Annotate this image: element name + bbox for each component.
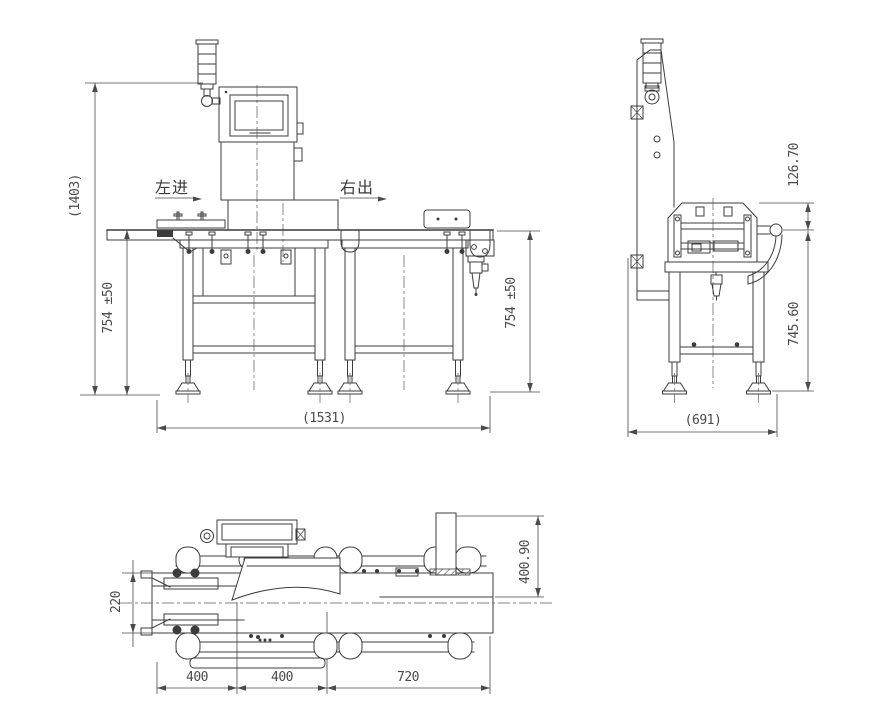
- label-inlet: 左进: [155, 178, 189, 197]
- front-conveyor: [106, 209, 495, 296]
- front-weigh-chamber: [227, 199, 339, 262]
- side-button: [296, 122, 304, 135]
- dim-side-total-width: (691): [685, 413, 722, 428]
- front-dimensions: (1403) 754 ±50 754 ±50 (1531): [68, 82, 540, 433]
- outfeed-junction-box: [423, 209, 471, 229]
- front-column: [220, 85, 303, 250]
- side-stand: [662, 261, 771, 404]
- adjustable-foot: [175, 372, 201, 404]
- front-stand-right: [337, 239, 471, 404]
- top-stand-frame: [189, 638, 326, 669]
- screen-bezel: [229, 94, 289, 137]
- belt-end-guard: [469, 229, 491, 258]
- label-outlet: 右出: [340, 178, 374, 197]
- dim-top-infeed-length: 400: [186, 670, 208, 685]
- side-tower-light-icon: [640, 38, 664, 89]
- belt-junction-guard: [340, 229, 360, 253]
- dim-side-head-drop: 126.70: [787, 143, 802, 187]
- dim-top-belt-width: 220: [109, 591, 124, 613]
- adjustable-foot: [445, 372, 471, 404]
- top-dimensions: 220 400 400 720 400.90: [109, 515, 544, 694]
- adjustable-foot: [337, 372, 363, 404]
- front-tower-light-icon: [195, 39, 221, 107]
- air-filter-regulator: [710, 271, 723, 301]
- top-clamp-plates: [163, 568, 219, 635]
- top-lower-guide-rail: [175, 632, 475, 660]
- front-flow-labels: 左进 右出: [155, 178, 387, 202]
- leveling-bolts: [185, 231, 466, 254]
- adjustable-foot: [746, 372, 771, 404]
- front-view: (1403) 754 ±50 754 ±50 (1531) 左进 右出: [68, 39, 540, 433]
- dim-side-belt-height: 745.60: [787, 302, 802, 346]
- top-column: [429, 512, 471, 576]
- adjustable-foot: [307, 372, 333, 404]
- adjustable-foot: [662, 372, 687, 404]
- tower-light-top-icon: [203, 532, 211, 540]
- side-view: 126.70 745.60 (691): [627, 38, 814, 437]
- dim-front-total-length: (1531): [302, 411, 346, 426]
- touchscreen: [234, 100, 284, 131]
- dim-front-belt-height-left: 754 ±50: [101, 282, 116, 333]
- side-dimensions: 126.70 745.60 (691): [627, 143, 814, 437]
- top-weigh-cover: [231, 557, 341, 601]
- dim-front-total-height: (1403): [68, 174, 83, 218]
- dim-top-overall-width: 400.90: [518, 540, 533, 584]
- dim-front-belt-height-right: 754 ±50: [504, 277, 519, 328]
- dim-top-outfeed-length: 720: [397, 670, 419, 685]
- front-control-head: [218, 86, 304, 143]
- top-display-head: [200, 519, 306, 558]
- top-view: 220 400 400 720 400.90: [109, 512, 552, 694]
- air-filter-regulator: [467, 255, 489, 296]
- front-stand-left: [175, 239, 333, 404]
- dim-top-weigh-length: 400: [271, 670, 293, 685]
- side-conveyor-housing: [667, 198, 758, 388]
- belt-motor: [687, 240, 711, 254]
